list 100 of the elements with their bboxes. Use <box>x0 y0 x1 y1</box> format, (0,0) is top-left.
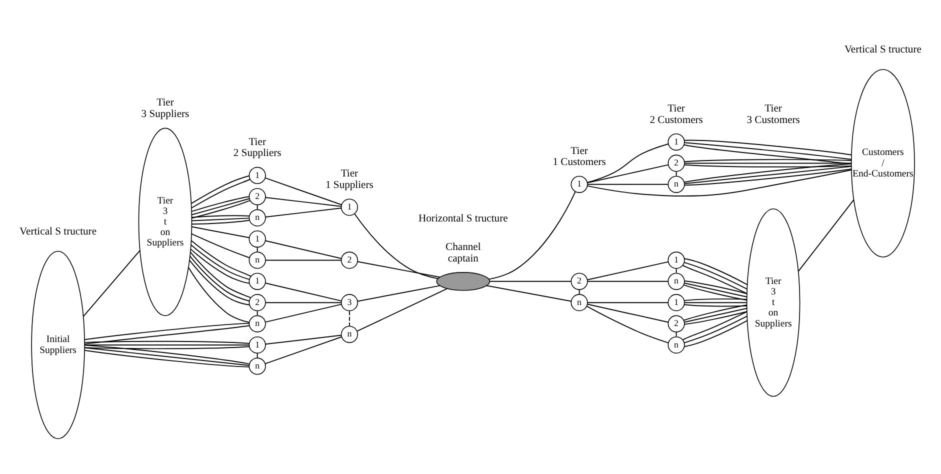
connector <box>265 302 342 304</box>
connector <box>348 310 350 327</box>
node-circle: 1 <box>340 198 358 216</box>
node-circle: 2 <box>248 294 266 312</box>
connector <box>587 280 669 282</box>
connector <box>682 311 748 340</box>
connector <box>586 306 669 344</box>
node-circle: n <box>668 272 685 290</box>
connector <box>586 143 669 183</box>
connector <box>191 200 250 219</box>
connector <box>191 196 250 212</box>
connector <box>682 264 748 294</box>
connector <box>357 261 440 278</box>
connector <box>578 289 580 295</box>
label: Vertical S tructure <box>844 44 922 56</box>
connector <box>587 304 669 323</box>
connector <box>256 247 258 252</box>
connector <box>264 336 342 364</box>
node-ellipse: Customers / End-Customers <box>850 69 915 258</box>
connector <box>356 288 448 332</box>
label: Tier 2 Suppliers <box>233 136 282 160</box>
node-circle: 1 <box>668 294 685 312</box>
connector <box>684 258 748 286</box>
connector <box>684 140 852 156</box>
node-circle: n <box>668 336 685 354</box>
node-circle: 2 <box>668 315 685 332</box>
connector <box>586 169 852 197</box>
connector <box>190 178 251 208</box>
connector <box>486 285 572 302</box>
node-ellipse: Initial Suppliers <box>31 250 85 440</box>
node-circle: 1 <box>248 272 266 290</box>
connector <box>265 304 342 323</box>
connector <box>354 213 438 280</box>
connector <box>265 240 342 260</box>
node-ellipse: Tier 3 t on Suppliers <box>138 128 192 316</box>
connector <box>489 280 572 282</box>
connector <box>265 197 342 207</box>
connector <box>798 199 854 272</box>
label: Channel captain <box>446 242 481 264</box>
connector <box>676 268 677 274</box>
connector <box>191 226 250 238</box>
connector <box>264 177 342 206</box>
node-circle: n <box>248 358 266 375</box>
node-circle: 3 <box>340 294 358 312</box>
connector <box>190 175 250 204</box>
connector <box>265 334 342 345</box>
connector <box>188 267 250 323</box>
node-circle: 1 <box>248 230 266 248</box>
label: Tier 1 Customers <box>552 146 606 168</box>
connector <box>684 316 748 344</box>
node-circle: n <box>248 315 266 332</box>
connector <box>684 308 748 323</box>
connector <box>684 142 852 160</box>
connector <box>265 260 342 261</box>
connector <box>684 159 852 162</box>
connector <box>587 261 669 280</box>
node-circle: 2 <box>570 272 588 290</box>
node-circle: 2 <box>668 154 685 172</box>
connector <box>684 302 748 304</box>
node-circle: 1 <box>668 133 685 151</box>
label: Vertical S tructure <box>20 226 97 238</box>
node-circle: 1 <box>248 166 266 184</box>
connector <box>587 164 669 184</box>
label: Tier 2 Customers <box>650 103 703 126</box>
node-circle: 1 <box>570 176 588 193</box>
connector <box>587 302 669 304</box>
connector <box>684 311 748 325</box>
node-circle: 1 <box>248 336 266 354</box>
connector <box>84 344 250 346</box>
connector <box>84 340 250 344</box>
node-ellipse: Tier 3 t on Suppliers <box>746 208 800 397</box>
node-circle: n <box>340 326 358 343</box>
connector <box>191 233 250 258</box>
connector <box>684 304 748 307</box>
connector <box>84 346 250 350</box>
connector <box>676 332 677 338</box>
connector <box>256 353 258 358</box>
connector <box>684 162 852 164</box>
label: Tier 3 Customers <box>746 103 800 126</box>
label: Horizontal S tructure <box>418 213 508 224</box>
connector <box>256 204 258 210</box>
node-circle: 2 <box>248 188 266 206</box>
connector <box>84 322 250 340</box>
connector <box>684 262 748 290</box>
connector <box>684 284 748 301</box>
connector <box>191 220 250 225</box>
node-ellipse <box>436 272 490 291</box>
connector <box>684 280 748 294</box>
node-circle: 2 <box>340 252 358 269</box>
connector <box>191 215 250 218</box>
connector <box>82 250 140 317</box>
connector <box>684 282 748 298</box>
connector <box>191 198 250 216</box>
node-circle: 1 <box>668 252 685 269</box>
connector <box>684 304 748 321</box>
node-circle: n <box>570 294 588 312</box>
node-circle: n <box>668 176 685 193</box>
connector <box>265 282 342 302</box>
connector <box>684 144 852 164</box>
node-circle: n <box>248 252 266 269</box>
